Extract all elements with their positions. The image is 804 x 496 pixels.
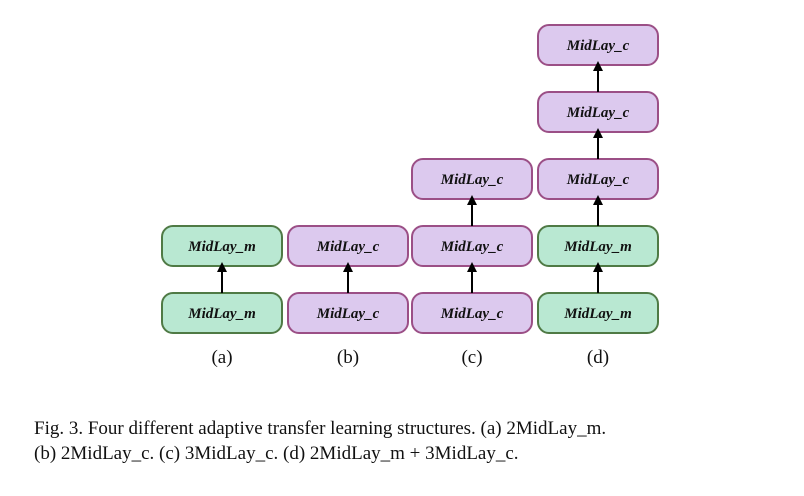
- layer-box-label: MidLay_m: [563, 239, 632, 255]
- figure-caption: Fig. 3. Four different adaptive transfer…: [34, 416, 784, 466]
- layer-box-label: MidLay_m: [187, 306, 256, 322]
- panel-label: (c): [461, 347, 482, 368]
- layer-box-label: MidLay_c: [440, 239, 504, 255]
- layer-box-label: MidLay_c: [566, 105, 630, 121]
- panel-label: (a): [211, 347, 232, 368]
- diagram-layer: MidLay_mMidLay_m(a)MidLay_cMidLay_c(b)Mi…: [161, 24, 659, 368]
- caption-line-2: (b) 2MidLay_c. (c) 3MidLay_c. (d) 2MidLa…: [34, 443, 519, 464]
- layer-box-label: MidLay_c: [440, 172, 504, 188]
- layer-box-label: MidLay_c: [566, 38, 630, 54]
- panel-d: MidLay_mMidLay_mMidLay_cMidLay_cMidLay_c…: [537, 24, 659, 368]
- layer-box-label: MidLay_c: [316, 306, 380, 322]
- caption-line-1: Fig. 3. Four different adaptive transfer…: [34, 418, 607, 439]
- panel-label: (d): [587, 347, 609, 368]
- layer-box-label: MidLay_c: [316, 239, 380, 255]
- layer-box-label: MidLay_m: [563, 306, 632, 322]
- layer-box-label: MidLay_c: [440, 306, 504, 322]
- layer-box-label: MidLay_c: [566, 172, 630, 188]
- transfer-structures-diagram: MidLay_mMidLay_m(a)MidLay_cMidLay_c(b)Mi…: [161, 24, 659, 368]
- panel-label: (b): [337, 347, 359, 368]
- layer-box-label: MidLay_m: [187, 239, 256, 255]
